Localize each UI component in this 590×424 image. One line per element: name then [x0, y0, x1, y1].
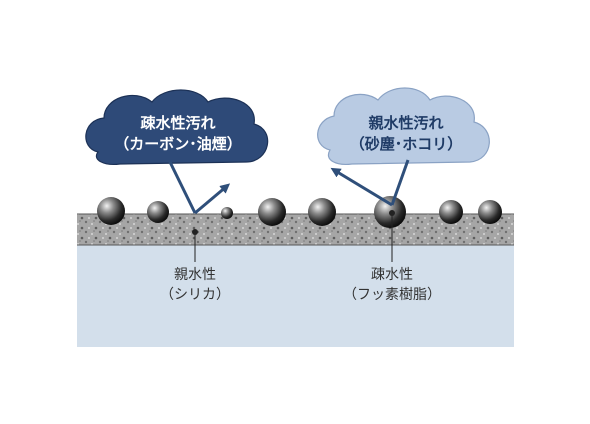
dirt-particle: [221, 207, 233, 219]
cloud-shape-light: [317, 87, 490, 165]
dirt-particle: [258, 198, 286, 226]
label-subtitle: （フッ素樹脂）: [343, 287, 441, 303]
cloud-shape-dark: [85, 89, 269, 165]
label-title: 親水性: [174, 267, 216, 283]
label-subtitle: （シリカ）: [160, 287, 230, 303]
hydrophobic-label: 疎水性 （フッ素樹脂）: [343, 267, 441, 303]
dirt-particle: [478, 200, 502, 224]
substrate-layer: [77, 245, 514, 347]
cloud-title: 親水性汚れ: [368, 114, 443, 132]
hydrophobic-dirt-cloud: 疎水性汚れ （カーボン･油煙）: [85, 89, 269, 165]
hydrophilic-dirt-cloud: 親水性汚れ （砂塵･ホコリ）: [317, 87, 490, 165]
hydrophilic-label: 親水性 （シリカ）: [160, 267, 230, 303]
dirt-particle: [439, 200, 463, 224]
arrows: [168, 159, 410, 215]
cloud-title: 疎水性汚れ: [140, 114, 215, 132]
repel-arrow-left: [194, 183, 231, 215]
cloud-subtitle: （カーボン･油煙）: [114, 135, 242, 153]
label-title: 疎水性: [371, 267, 413, 283]
dirt-particle: [97, 197, 125, 225]
repel-arrow-right: [330, 167, 393, 207]
approach-line-right: [390, 159, 410, 206]
dirt-particle: [308, 198, 336, 226]
cloud-subtitle: （砂塵･ホコリ）: [350, 135, 463, 153]
dirt-particle: [147, 201, 169, 223]
leader-lines: [192, 210, 395, 262]
approach-line-left: [168, 161, 197, 214]
